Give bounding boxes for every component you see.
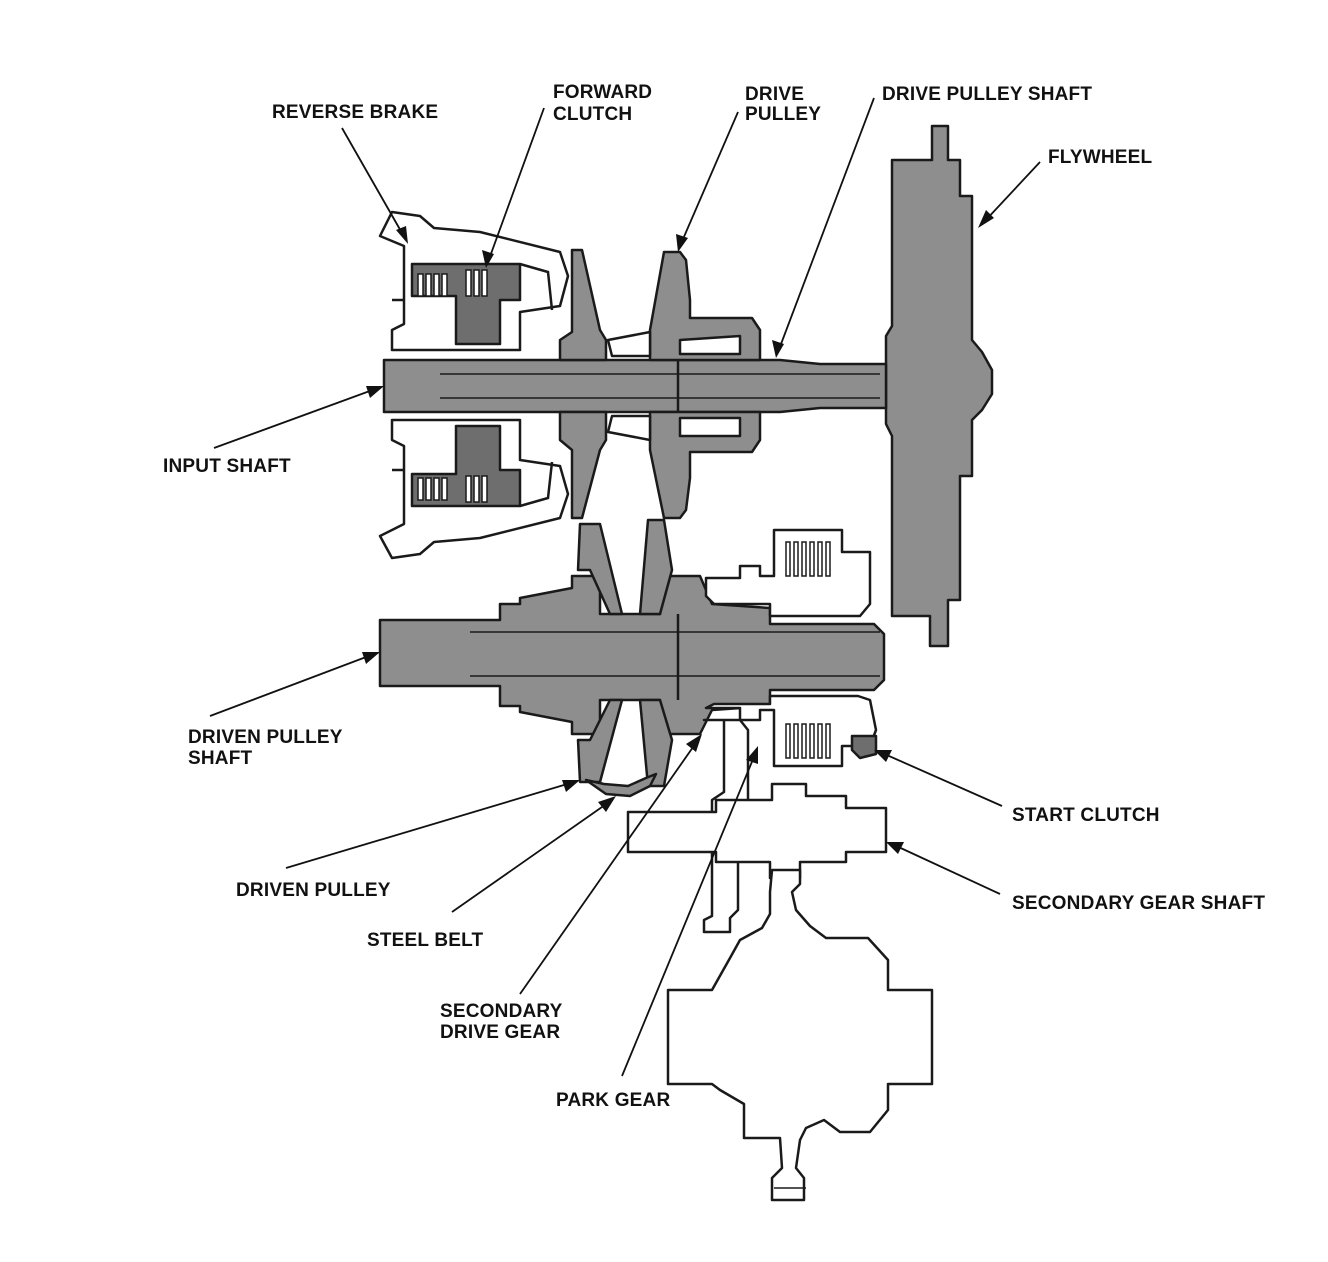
label-driven-pulley-shaft-line2: SHAFT [188, 748, 253, 769]
flywheel [884, 124, 994, 648]
start-clutch [704, 528, 878, 768]
driven-pulley [576, 518, 674, 798]
secondary-gear-shaft [626, 782, 888, 880]
callout-labels: REVERSE BRAKE FORWARD CLUTCH DRIVE PULLE… [163, 82, 1265, 1111]
label-flywheel: FLYWHEEL [1048, 147, 1153, 168]
label-start-clutch: START CLUTCH [1012, 805, 1160, 826]
clutch-brake-assembly [378, 210, 570, 560]
leader-lines [209, 97, 1041, 1077]
label-park-gear: PARK GEAR [556, 1090, 670, 1111]
label-secondary-drive-gear-line1: SECONDARY [440, 1001, 563, 1022]
label-drive-pulley-shaft: DRIVE PULLEY SHAFT [882, 84, 1092, 105]
drive-pulley-shaft [382, 358, 888, 414]
label-driven-pulley: DRIVEN PULLEY [236, 880, 391, 901]
label-driven-pulley-shaft-line1: DRIVEN PULLEY [188, 727, 343, 748]
label-forward-clutch-line2: CLUTCH [553, 104, 632, 125]
driven-pulley-shaft [378, 574, 886, 736]
label-drive-pulley-line1: DRIVE [745, 84, 804, 105]
label-reverse-brake: REVERSE BRAKE [272, 102, 438, 123]
label-steel-belt: STEEL BELT [367, 930, 484, 951]
label-input-shaft: INPUT SHAFT [163, 456, 291, 477]
label-secondary-drive-gear-line2: DRIVE GEAR [440, 1022, 560, 1043]
differential [666, 868, 934, 1202]
label-forward-clutch-line1: FORWARD [553, 82, 652, 103]
drive-pulley [558, 248, 762, 520]
label-drive-pulley-line2: PULLEY [745, 104, 821, 125]
label-secondary-gear-shaft: SECONDARY GEAR SHAFT [1012, 893, 1265, 914]
